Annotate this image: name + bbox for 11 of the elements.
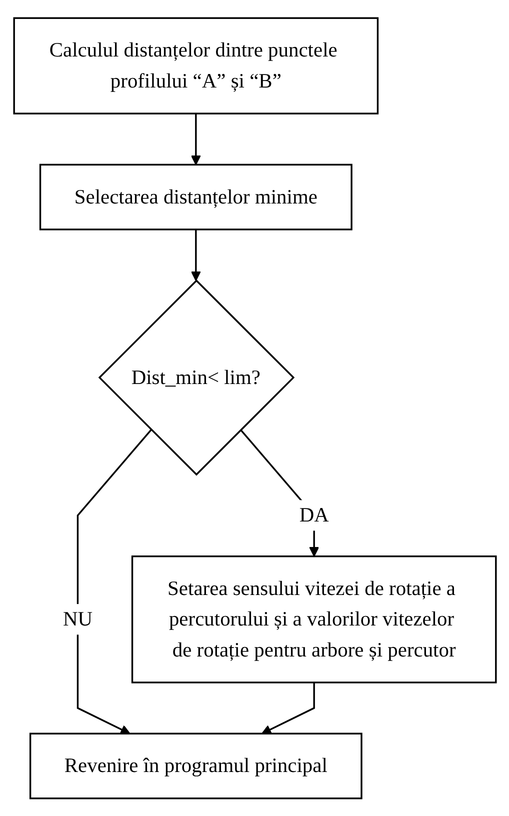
edge-label: DA	[298, 503, 328, 526]
node-box: Calculul distanțelor dintre punctele profilului “A” și “B”	[12, 17, 378, 114]
node-box: Setarea sensului vitezei de rotație a percutorului și a valorilor vitezelor de rotație pentru arbore și percutor	[130, 555, 496, 684]
edge-label: NU	[62, 607, 92, 630]
arrow	[76, 428, 152, 734]
node-diamond: Dist_min< lim?	[98, 279, 294, 476]
arrow	[190, 229, 200, 281]
arrow	[190, 113, 200, 165]
arrow	[261, 682, 314, 734]
node-box: Selectarea distanțelor minime	[38, 164, 352, 230]
node-box: Revenire în programul principal	[28, 732, 362, 799]
